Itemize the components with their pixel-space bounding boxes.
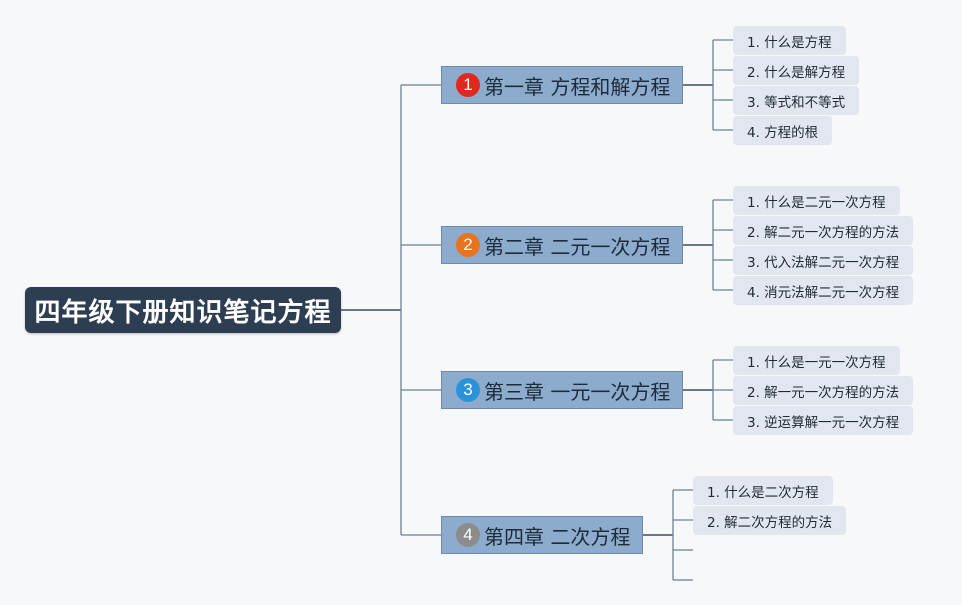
root-node[interactable]: 四年级下册知识笔记方程	[25, 287, 341, 333]
chapter-number-badge: 4	[456, 523, 480, 547]
chapter-node-1[interactable]: 1 第一章 方程和解方程	[441, 66, 683, 104]
chapter-title: 第二章 二元一次方程	[484, 234, 671, 259]
topic-node[interactable]: 1. 什么是一元一次方程	[733, 346, 900, 375]
chapter-number-badge: 2	[456, 233, 480, 257]
chapter-node-4[interactable]: 4 第四章 二次方程	[441, 516, 643, 554]
topic-label: 1. 什么是方程	[747, 34, 832, 51]
topic-node[interactable]: 2. 解二次方程的方法	[693, 506, 847, 535]
topic-label: 1. 什么是二次方程	[707, 484, 819, 501]
chapter-node-2[interactable]: 2 第二章 二元一次方程	[441, 226, 683, 264]
topic-label: 2. 解二元一次方程的方法	[747, 224, 900, 241]
topic-label: 1. 什么是一元一次方程	[747, 354, 886, 371]
chapter-title: 第四章 二次方程	[484, 524, 631, 549]
topic-label: 3. 代入法解二元一次方程	[747, 254, 900, 271]
topic-node[interactable]: 3. 逆运算解一元一次方程	[733, 406, 914, 435]
topic-label: 4. 消元法解二元一次方程	[747, 284, 900, 301]
root-title: 四年级下册知识笔记方程	[34, 297, 332, 328]
topic-node[interactable]: 1. 什么是方程	[733, 26, 846, 55]
topic-label: 2. 解二次方程的方法	[707, 514, 833, 531]
chapter-number-badge: 1	[456, 73, 480, 97]
topic-node[interactable]: 1. 什么是二元一次方程	[733, 186, 900, 215]
topic-label: 2. 什么是解方程	[747, 64, 846, 81]
chapter-number-badge: 3	[456, 378, 480, 402]
topic-node[interactable]: 2. 解一元一次方程的方法	[733, 376, 914, 405]
chapter-title: 第一章 方程和解方程	[484, 74, 671, 99]
topic-node[interactable]: 3. 等式和不等式	[733, 86, 860, 115]
chapter-node-3[interactable]: 3 第三章 一元一次方程	[441, 371, 683, 409]
chapter-title: 第三章 一元一次方程	[484, 379, 671, 404]
topic-node[interactable]: 4. 方程的根	[733, 116, 833, 145]
topic-node[interactable]: 2. 解二元一次方程的方法	[733, 216, 914, 245]
topic-label: 3. 等式和不等式	[747, 94, 846, 111]
topic-label: 3. 逆运算解一元一次方程	[747, 414, 900, 431]
topic-label: 1. 什么是二元一次方程	[747, 194, 886, 211]
topic-node[interactable]: 1. 什么是二次方程	[693, 476, 833, 505]
topic-node[interactable]: 3. 代入法解二元一次方程	[733, 246, 914, 275]
topic-label: 2. 解一元一次方程的方法	[747, 384, 900, 401]
topic-label: 4. 方程的根	[747, 124, 819, 141]
topic-node[interactable]: 4. 消元法解二元一次方程	[733, 276, 914, 305]
topic-node[interactable]: 2. 什么是解方程	[733, 56, 860, 85]
